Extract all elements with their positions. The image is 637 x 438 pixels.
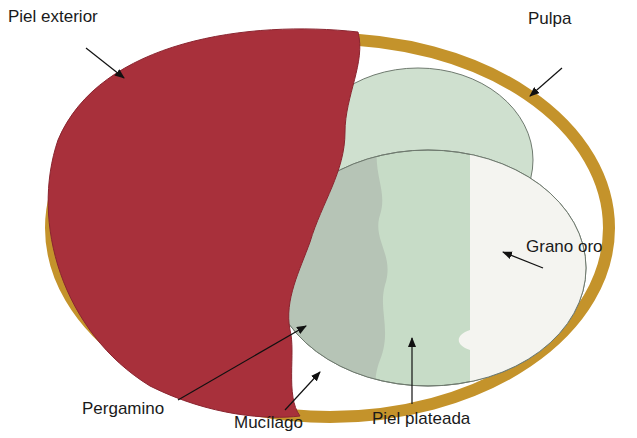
part-label: Pulpa — [528, 10, 571, 29]
outer-skin — [48, 29, 360, 417]
part-label: Piel plateada — [372, 410, 470, 429]
leader-line — [285, 372, 320, 410]
leader-line — [411, 338, 412, 404]
leader-line — [178, 326, 306, 400]
leader-line — [86, 48, 124, 78]
part-label: Pergamino — [82, 400, 164, 419]
part-label: Grano oro — [526, 238, 603, 257]
green-bean — [459, 140, 600, 400]
leader-line — [530, 68, 562, 96]
part-label: Mucílago — [234, 414, 303, 433]
part-label: Piel exterior — [8, 8, 98, 27]
